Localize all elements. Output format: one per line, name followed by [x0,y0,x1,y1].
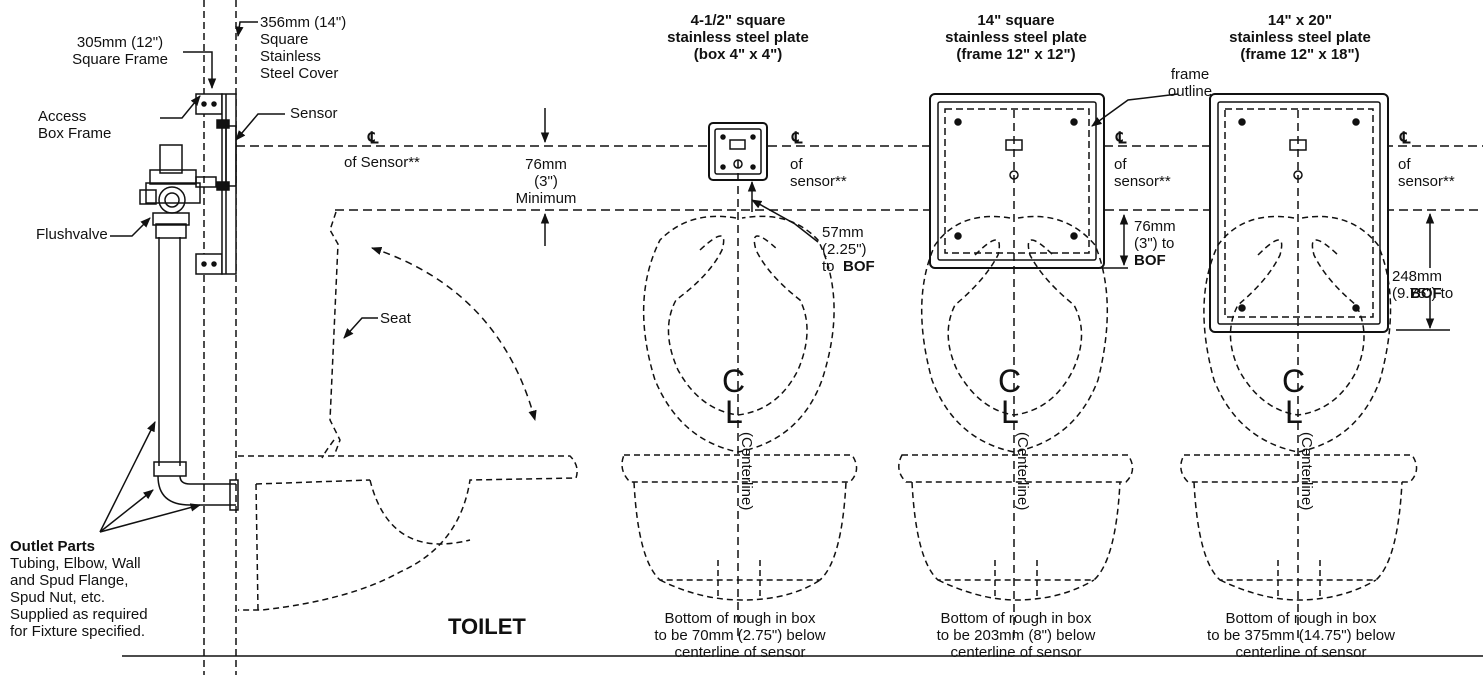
leader-lines [99,21,550,533]
centerline-text-3: (Centerline) [1298,432,1315,511]
cl-letter-c-3: C [1282,363,1306,399]
toilet-side-view [238,211,578,611]
flushvalve [139,144,217,239]
cl-letter-l-3: L [1285,394,1303,430]
of-sensor-label-main: of Sensor** [344,154,420,171]
outlet-pipe [153,237,239,511]
rough-in-note-1: Bottom of rough in box to be 70mm (2.75"… [654,610,826,661]
sensor-label: Sensor [290,105,338,122]
centerline-symbol-4: ℄ [1400,130,1411,147]
plate-medium-title: 14" square stainless steel plate (frame … [945,12,1087,63]
of-sensor-label-2: of sensor** [1114,156,1171,190]
plate-large-outline [1209,93,1450,333]
toilet-label: TOILET [448,614,526,639]
plate-medium-outline [929,93,1179,269]
minimum-distance-label: 76mm (3") Minimum [515,156,577,207]
centerline-symbol-1: ℄ [368,130,379,147]
bof-label-2: BOF [1134,252,1166,269]
cl-letter-c-2: C [998,363,1022,399]
outlet-parts-title: Outlet Parts [10,538,96,555]
cover-size-label: 356mm (14") Square Stainless Steel Cover [260,14,347,82]
seat-label: Seat [380,310,411,327]
flushvalve-label: Flushvalve [36,226,108,243]
rough-in-note-2: Bottom of rough in box to be 203mm (8") … [936,610,1096,661]
bof-label-1: BOF [843,258,875,275]
bowl-top-view-3 [1180,110,1418,640]
plate-large-title: 14" x 20" stainless steel plate (frame 1… [1229,12,1371,63]
bowl-top-view-2 [898,110,1134,640]
of-sensor-label-1: of sensor** [790,156,847,190]
outlet-parts-text: Tubing, Elbow, Wall and Spud Flange, Spu… [10,555,148,640]
cl-letter-l-2: L [1001,394,1019,430]
frame-outline-label: frame outline [1167,66,1213,100]
access-box-frame [195,93,237,275]
rough-in-note-3: Bottom of rough in box to be 375mm (14.7… [1207,610,1395,661]
plate-small-dimension: 57mm (2.25") to [822,224,867,275]
plate-medium-dimension: 76mm (3") to [1134,218,1176,252]
centerline-text-1: (Centerline) [738,432,755,511]
of-sensor-label-3: of sensor** [1398,156,1455,190]
plate-small-title: 4-1/2" square stainless steel plate (box… [667,12,809,63]
centerline-symbol-3: ℄ [1116,130,1127,147]
bof-label-3: BOF [1410,285,1442,302]
frame-size-label: 305mm (12") Square Frame [72,34,168,68]
plate-small-outline [708,122,819,243]
plate-large-dimension: 248mm (9.75") to [1392,268,1454,302]
bowl-top-view-1 [621,160,858,640]
cl-letter-l-1: L [725,394,743,430]
seat-swing-arc [371,246,537,422]
cl-letter-c-1: C [722,363,746,399]
centerline-text-2: (Centerline) [1014,432,1031,511]
centerline-symbol-2: ℄ [792,130,803,147]
access-box-label: Access Box Frame [38,108,112,142]
